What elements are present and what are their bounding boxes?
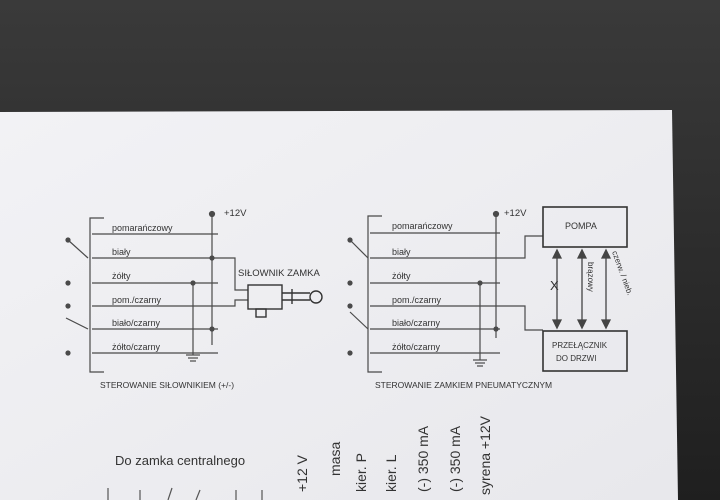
right-wire-1: pomarańczowy xyxy=(392,221,453,231)
right-wire-5: biało/czarny xyxy=(392,318,441,328)
left-diagram xyxy=(65,210,248,373)
left-wire-1: pomarańczowy xyxy=(112,223,173,233)
vertical-label-6: (-) 350 mA xyxy=(447,425,463,492)
right-caption: STEROWANIE ZAMKIEM PNEUMATYCZNYM xyxy=(375,380,552,390)
switch-label-line1: PRZEŁĄCZNIK xyxy=(552,341,608,350)
vertical-label-7: syrena +12V xyxy=(477,415,493,495)
vertical-label-5: (-) 350 mA xyxy=(415,425,431,492)
vertical-label-3: kier. P xyxy=(353,453,369,492)
actuator-label: SIŁOWNIK ZAMKA xyxy=(238,268,320,279)
left-wire-5: biało/czarny xyxy=(112,318,161,328)
pump-label: POMPA xyxy=(565,221,597,231)
right-diagram xyxy=(347,210,543,373)
right-wire-6: żółto/czarny xyxy=(392,342,441,352)
vertical-label-2: masa xyxy=(327,442,343,476)
bottom-heading: Do zamka centralnego xyxy=(115,453,245,468)
switch-box xyxy=(542,330,628,372)
x-mark: X xyxy=(550,278,559,293)
vertical-label-4: kier. L xyxy=(383,454,399,492)
right-wire-3: żółty xyxy=(392,271,411,281)
left-caption: STEROWANIE SIŁOWNIKIEM (+/-) xyxy=(100,380,234,390)
vertical-label-1: +12 V xyxy=(294,454,310,492)
left-supply-label: +12V xyxy=(224,208,247,219)
left-wire-4: pom./czarny xyxy=(112,295,162,305)
actuator-symbol xyxy=(247,284,323,318)
bottom-ticks xyxy=(107,487,263,500)
left-wire-6: żółto/czarny xyxy=(112,342,161,352)
left-wire-2: biały xyxy=(112,247,131,257)
paper-sheet xyxy=(0,110,678,500)
right-wire-2: biały xyxy=(392,247,411,257)
pump-box xyxy=(542,206,628,248)
left-wire-3: żółty xyxy=(112,271,131,281)
right-wire-4: pom./czarny xyxy=(392,295,442,305)
pneumatic-connections xyxy=(551,248,612,330)
right-supply-label: +12V xyxy=(504,208,527,219)
wire-label-brown: brązowy xyxy=(586,262,595,292)
switch-label-line2: DO DRZWI xyxy=(556,354,596,363)
